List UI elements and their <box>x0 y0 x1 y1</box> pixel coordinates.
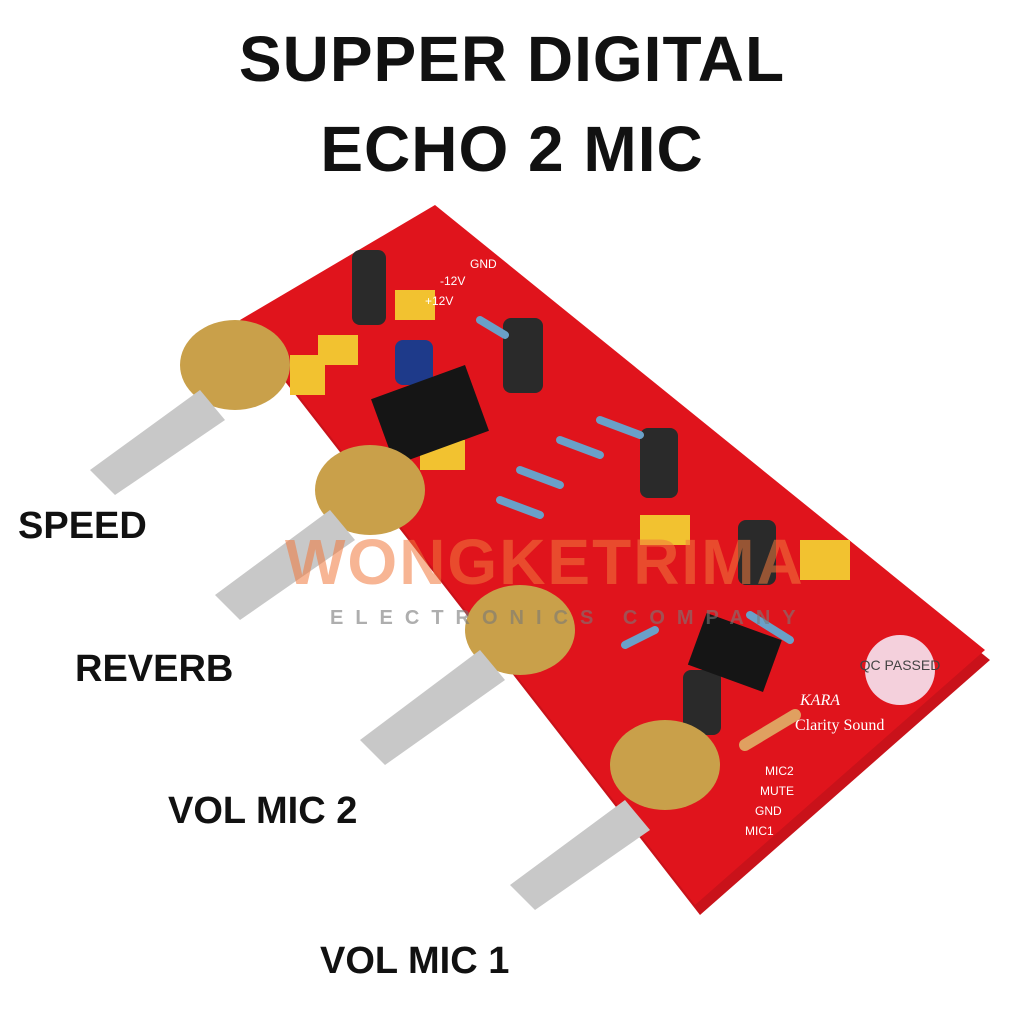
label-vol-mic-1: VOL MIC 1 <box>320 940 510 982</box>
label-reverb: REVERB <box>75 648 234 690</box>
capacitors <box>290 250 850 735</box>
watermark-sub: ELECTRONICS COMPANY <box>330 607 808 629</box>
qc-badge-text: QC PASSED <box>860 657 941 673</box>
pin-power-gnd: GND <box>470 257 497 271</box>
pin-mic2: MIC2 <box>765 764 794 778</box>
pin-mute: MUTE <box>760 784 794 798</box>
label-vol-mic-2: VOL MIC 2 <box>168 790 358 832</box>
board-brand: KARA <box>799 692 840 709</box>
pin-power-neg12: -12V <box>440 274 465 288</box>
watermark-brand: WONGKETRIMA <box>285 526 805 598</box>
pin-mic1: MIC1 <box>745 824 774 838</box>
potentiometers <box>90 320 720 910</box>
resistor-tan <box>739 709 801 751</box>
label-speed: SPEED <box>18 505 147 547</box>
pin-power-pos12: +12V <box>425 294 453 308</box>
pin-gnd: GND <box>755 804 782 818</box>
title-line-1: SUPPER DIGITAL <box>238 23 786 95</box>
resistors <box>476 316 794 649</box>
ic-chips <box>371 365 782 692</box>
board-tagline: Clarity Sound <box>795 717 884 734</box>
qc-badge <box>865 635 935 705</box>
title-line-2: ECHO 2 MIC <box>320 113 704 185</box>
